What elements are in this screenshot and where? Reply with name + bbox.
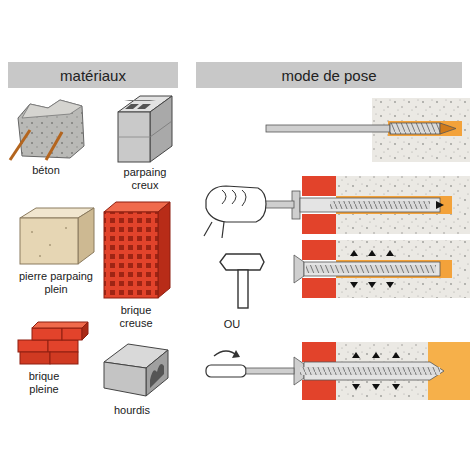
material-label: brique creuse — [104, 304, 168, 330]
header-band: matériaux — [8, 62, 178, 88]
material-label: hourdis — [100, 404, 164, 417]
header-text: matériaux — [60, 67, 126, 84]
header-band: mode de pose — [196, 62, 462, 88]
screwing-step — [206, 342, 470, 400]
material-label: parpaing creux — [115, 166, 175, 192]
hollow-brick — [104, 202, 170, 298]
stone-block — [20, 208, 94, 264]
alternative-label: OU — [217, 318, 247, 331]
insertion-step — [204, 176, 470, 238]
drilling-step — [266, 98, 470, 162]
header-text: mode de pose — [281, 67, 376, 84]
material-label: béton — [11, 164, 81, 177]
material-label: pierre parpaing plein — [16, 270, 96, 296]
material-label: brique pleine — [14, 370, 74, 396]
concrete-block — [10, 100, 84, 160]
hammer-step — [220, 240, 470, 308]
solid-bricks — [18, 322, 88, 364]
hollow-block — [118, 96, 172, 162]
hollow-slab-block — [104, 344, 168, 396]
